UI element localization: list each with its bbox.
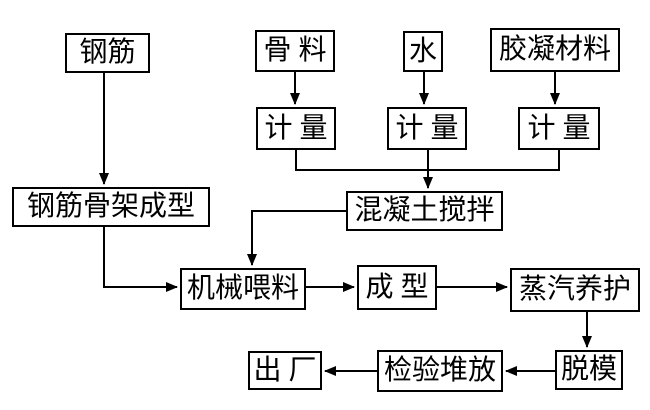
node-water: 水 — [403, 31, 443, 72]
node-metering-cementing-label: 计 量 — [527, 112, 591, 144]
node-forming-label: 成 型 — [365, 271, 429, 303]
node-demolding: 脱模 — [555, 350, 623, 390]
node-metering-water-label: 计 量 — [395, 112, 459, 144]
node-water-label: 水 — [408, 35, 437, 67]
node-leave-factory-label: 出 厂 — [253, 354, 317, 386]
node-mechanical-feeding: 机械喂料 — [180, 268, 306, 310]
edge-mixing-to-feeding — [247, 210, 346, 266]
node-forming: 成 型 — [357, 265, 437, 310]
node-cementing-material-label: 胶凝材料 — [498, 34, 611, 65]
node-demolding-label: 脱模 — [560, 354, 617, 385]
node-steam-curing-label: 蒸汽养护 — [518, 274, 631, 305]
node-rebar: 钢筋 — [65, 33, 150, 73]
node-concrete-mixing: 混凝土搅拌 — [346, 191, 503, 231]
node-rebar-skeleton-forming: 钢筋骨架成型 — [12, 187, 210, 227]
node-metering-aggregate-label: 计 量 — [264, 112, 328, 144]
node-inspection-stacking-label: 检验堆放 — [383, 355, 496, 386]
node-metering-aggregate: 计 量 — [256, 107, 336, 150]
node-cementing-material: 胶凝材料 — [490, 28, 620, 72]
node-concrete-mixing-label: 混凝土搅拌 — [354, 195, 495, 226]
edge-skeleton-to-feeding — [103, 227, 178, 292]
node-metering-cementing: 计 量 — [518, 107, 600, 150]
node-aggregate-label: 骨 料 — [263, 35, 327, 66]
node-leave-factory: 出 厂 — [248, 351, 322, 390]
node-rebar-skeleton-forming-label: 钢筋骨架成型 — [26, 191, 195, 222]
node-aggregate: 骨 料 — [255, 30, 335, 72]
node-inspection-stacking: 检验堆放 — [377, 350, 503, 392]
node-steam-curing: 蒸汽养护 — [510, 268, 640, 312]
node-mechanical-feeding-label: 机械喂料 — [186, 273, 299, 304]
node-rebar-label: 钢筋 — [79, 37, 136, 68]
node-metering-water: 计 量 — [387, 107, 467, 150]
